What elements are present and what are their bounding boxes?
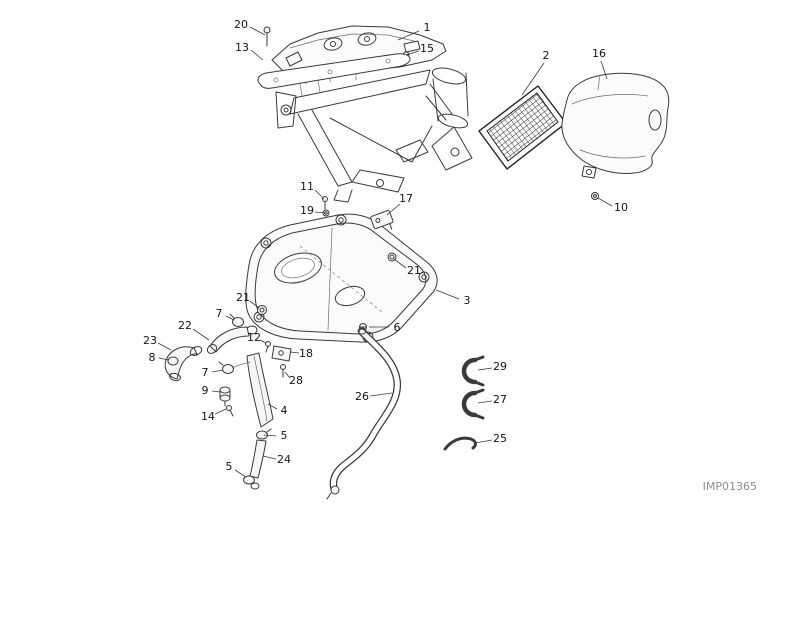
screw-28-drawing — [280, 364, 286, 378]
part-callout-21: 21 — [407, 264, 421, 277]
leader-line-26 — [369, 392, 393, 397]
part-callout-26: 26 — [355, 390, 369, 403]
leader-line-7 — [211, 369, 224, 373]
clamp-7-upper-drawing — [229, 313, 244, 327]
part-callout-1: 1 — [424, 21, 431, 34]
leader-line-2 — [521, 62, 545, 96]
leader-line-11 — [314, 189, 325, 200]
part-callout-17: 17 — [399, 192, 413, 205]
part-callout-14: 14 — [201, 410, 215, 423]
part-callout-6: 6 — [394, 321, 401, 334]
part-callout-23: 23 — [143, 334, 157, 347]
spring-clip-27-drawing — [461, 388, 485, 420]
screw-11-drawing — [322, 196, 328, 210]
clamp-8-drawing — [167, 356, 179, 366]
part-callout-7: 7 — [202, 366, 209, 379]
image-code: IMP01365 — [703, 480, 757, 493]
airbox-body-drawing — [245, 196, 438, 343]
part-callout-11: 11 — [300, 180, 314, 193]
leader-line-18 — [289, 351, 300, 354]
part-callout-15: 15 — [420, 42, 434, 55]
screw-12-drawing — [265, 341, 271, 353]
grommet-21-left-drawing — [257, 305, 267, 315]
screw-20-drawing — [263, 26, 271, 47]
leader-line-20 — [249, 26, 266, 36]
leader-line-4 — [267, 403, 278, 410]
part-callout-7: 7 — [216, 307, 223, 320]
part-callout-5: 5 — [226, 460, 233, 473]
wire-clip-25-drawing — [443, 436, 477, 451]
hose-22-drawing — [206, 326, 250, 354]
leader-line-3 — [435, 289, 460, 300]
part-callout-19: 19 — [300, 204, 314, 217]
screw-10-drawing — [591, 192, 599, 200]
leader-line-5 — [234, 469, 247, 478]
part-callout-9: 9 — [202, 384, 209, 397]
hose-4-drawing — [231, 352, 274, 428]
part-callout-27: 27 — [493, 393, 507, 406]
tube-24-drawing — [249, 439, 267, 479]
leader-line-9 — [211, 390, 221, 393]
part-callout-5: 5 — [281, 429, 288, 442]
leader-line-21 — [249, 300, 260, 309]
part-callout-22: 22 — [178, 319, 192, 332]
part-callout-2: 2 — [543, 49, 550, 62]
part-callout-29: 29 — [493, 360, 507, 373]
leader-line-8 — [158, 357, 170, 361]
leader-line-14 — [214, 408, 227, 415]
part-callout-4: 4 — [281, 404, 288, 417]
breather-hose-cluster — [164, 313, 292, 490]
part-callout-20: 20 — [234, 18, 248, 31]
part-callout-8: 8 — [149, 351, 156, 364]
part-callout-28: 28 — [289, 374, 303, 387]
leader-line-19 — [314, 211, 326, 214]
part-callout-21: 21 — [236, 291, 250, 304]
intake-duct-drawing — [561, 72, 670, 200]
leader-line-28 — [284, 371, 291, 379]
elbow-hose-23-drawing — [164, 346, 203, 382]
clamp-7-lower-drawing — [218, 361, 234, 374]
screw-14-drawing — [226, 405, 234, 417]
gasket-drawing — [257, 53, 411, 89]
part-callout-16: 16 — [592, 47, 606, 60]
drain-hose-26-drawing — [326, 327, 402, 500]
leader-line-16 — [600, 60, 608, 80]
leader-line-23 — [157, 342, 172, 351]
leader-line-13 — [250, 49, 264, 61]
leader-line-5 — [263, 434, 277, 437]
leader-line-21 — [393, 258, 407, 269]
leader-line-27 — [477, 400, 493, 404]
part-callout-25: 25 — [493, 432, 507, 445]
leader-line-12 — [259, 339, 267, 344]
frame-drawing — [275, 67, 473, 203]
leader-line-15 — [405, 50, 420, 56]
leader-line-22 — [192, 328, 210, 341]
part-callout-24: 24 — [277, 453, 291, 466]
clamp-5-upper-drawing — [256, 428, 272, 440]
leader-line-10 — [597, 197, 613, 207]
callout-layer: 20 13 1 15 2 16 10 11 19 17 21 3 21 7 22 12 6 18 23 8 7 28 9 14… — [143, 18, 628, 478]
part-callout-18: 18 — [299, 347, 313, 360]
part-callout-3: 3 — [464, 294, 471, 307]
air-filter-drawing — [478, 85, 567, 170]
part-callout-12: 12 — [247, 331, 261, 344]
leader-line-25 — [474, 439, 493, 444]
spring-clip-29-drawing — [461, 355, 485, 387]
leader-line-17 — [386, 203, 401, 216]
bracket-18-drawing — [271, 345, 292, 362]
leader-line-29 — [477, 367, 493, 371]
valve-9-drawing — [219, 386, 231, 407]
part-callout-10: 10 — [614, 201, 628, 214]
leader-line-1 — [397, 30, 420, 41]
clamp-5-lower-drawing — [243, 475, 260, 490]
leader-line-7 — [225, 315, 235, 321]
leader-line-24 — [262, 455, 277, 460]
part-callout-13: 13 — [235, 41, 249, 54]
